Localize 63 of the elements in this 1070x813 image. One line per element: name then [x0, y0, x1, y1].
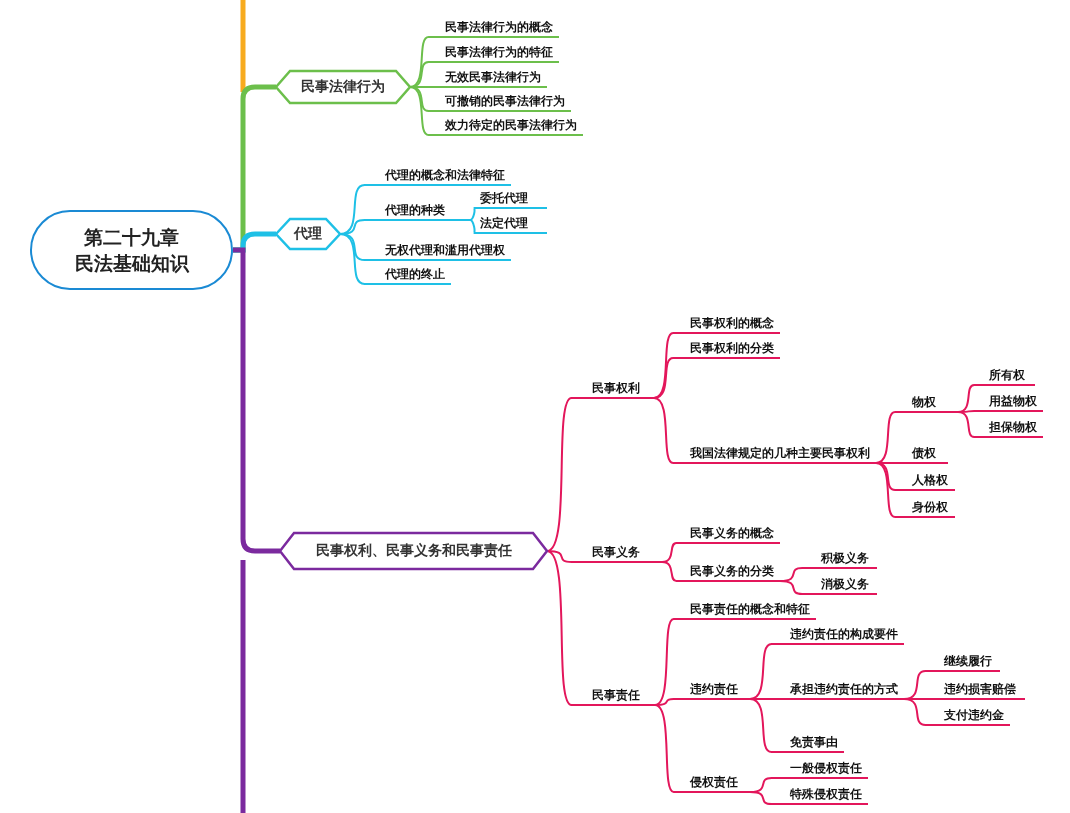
central-topic: 第二十九章 民法基础知识: [30, 210, 233, 290]
branch-topic: 民事权利的分类: [686, 339, 780, 359]
branch-line: [339, 233, 382, 285]
branch-topic: 法定代理: [476, 214, 547, 234]
hexagon-topic: 民事权利、民事义务和民事责任: [280, 532, 547, 570]
branch-topic: 债权: [908, 444, 948, 464]
branch-topic: 所有权: [985, 366, 1035, 386]
branch-topic: 我国法律规定的几种主要民事权利: [686, 444, 876, 464]
branch-topic: 民事责任: [588, 686, 655, 706]
branch-topic: 免责事由: [786, 733, 844, 753]
branch-line: [653, 357, 687, 399]
branch-topic: 无权代理和滥用代理权: [381, 241, 511, 261]
branch-topic: 民事责任的概念和特征: [686, 600, 816, 620]
branch-topic: 人格权: [908, 471, 955, 491]
branch-topic: 一般侵权责任: [786, 759, 868, 779]
hexagon-topic: 民事法律行为: [276, 70, 410, 104]
branch-topic: 消极义务: [817, 575, 877, 595]
branch-line: [903, 698, 941, 726]
branch-topic: 民事法律行为的概念: [441, 18, 559, 38]
branch-topic: 侵权责任: [686, 773, 750, 793]
branch-line: [546, 550, 589, 563]
branch-topic: 继续履行: [940, 652, 1000, 672]
branch-topic: 民事权利的概念: [686, 314, 780, 334]
branch-topic: 代理的终止: [381, 265, 451, 285]
branch-topic: 担保物权: [985, 418, 1043, 438]
branch-line: [233, 247, 280, 554]
branch-topic: 支付违约金: [940, 706, 1010, 726]
branch-line: [749, 698, 787, 753]
branch-line: [661, 561, 687, 582]
branch-topic: 可撤销的民事法律行为: [441, 92, 571, 112]
branch-topic: 民事义务的概念: [686, 524, 780, 544]
branch-topic: 效力待定的民事法律行为: [441, 116, 583, 136]
branch-topic: 委托代理: [476, 189, 547, 209]
branch-line: [654, 704, 687, 793]
branch-topic: 代理的概念和法律特征: [381, 166, 511, 186]
branch-topic: 违约责任: [686, 680, 750, 700]
branch-line: [875, 462, 909, 518]
branch-topic: 违约损害赔偿: [940, 680, 1025, 700]
branch-topic: 违约责任的构成要件: [786, 625, 904, 645]
branch-topic: 用益物权: [985, 392, 1043, 412]
branch-topic: 民事义务的分类: [686, 562, 780, 582]
branch-line: [749, 791, 787, 805]
branch-line: [654, 618, 687, 706]
branch-topic: 身份权: [908, 498, 955, 518]
branch-line: [779, 580, 818, 595]
branch-line: [546, 550, 589, 706]
branch-topic: 代理的种类: [381, 201, 470, 221]
branch-topic: 物权: [908, 393, 958, 413]
branch-line: [469, 207, 477, 221]
branch-topic: 民事权利: [588, 379, 654, 399]
branch-topic: 承担违约责任的方式: [786, 680, 904, 700]
branch-topic: 无效民事法律行为: [441, 68, 547, 88]
branch-line: [546, 397, 589, 552]
branch-line: [653, 332, 687, 399]
hexagon-topic: 代理: [276, 218, 340, 250]
branch-line: [654, 698, 687, 706]
branch-line: [653, 397, 687, 464]
branch-topic: 民事法律行为的特征: [441, 43, 559, 63]
branch-line: [469, 219, 477, 234]
branch-topic: 特殊侵权责任: [786, 785, 868, 805]
branch-line: [409, 86, 442, 136]
branch-topic: 民事义务: [588, 543, 662, 563]
branch-topic: 积极义务: [817, 549, 877, 569]
